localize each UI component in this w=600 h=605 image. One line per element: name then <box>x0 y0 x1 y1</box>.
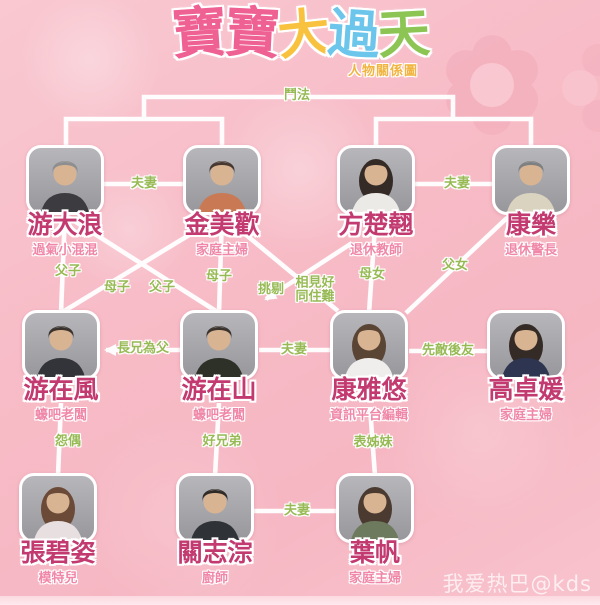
character-card: 關志淙廚師 <box>135 473 295 586</box>
watermark: 我爱热巴@kds <box>442 572 592 596</box>
character-photo <box>26 145 104 215</box>
relation-label: 表姊妹 <box>353 435 393 451</box>
character-photo <box>336 473 414 543</box>
relation-label: 鬥法 <box>283 88 311 104</box>
character-card: 張碧姿模特兒 <box>0 473 138 586</box>
relation-label: 先敵後友 <box>421 343 475 359</box>
character-name: 方楚翹 <box>338 210 414 239</box>
title-char: 寶 <box>223 0 280 67</box>
character-name: 康樂 <box>505 210 556 239</box>
relation-label: 相見好同住難 <box>295 275 335 304</box>
relation-label: 長兄為父 <box>116 341 170 357</box>
character-role: 退休教師 <box>349 242 402 258</box>
character-card: 高卓媛家庭主婦 <box>446 310 600 423</box>
relation-label: 母子 <box>205 269 233 285</box>
character-photo <box>22 310 100 380</box>
character-role: 退休警長 <box>504 242 557 258</box>
relation-label: 父女 <box>441 258 469 274</box>
relation-label: 母子 <box>103 280 131 296</box>
relation-label: 母女 <box>358 267 386 283</box>
connector-line <box>141 94 456 119</box>
show-title: 寶寶大過天 <box>0 0 600 68</box>
character-name: 康雅悠 <box>331 375 407 404</box>
character-name: 游在風 <box>23 375 99 404</box>
character-name: 高卓媛 <box>488 375 564 404</box>
relation-label: 怨偶 <box>54 434 82 450</box>
character-photo <box>19 473 97 543</box>
character-card: 方楚翹退休教師 <box>296 145 456 258</box>
relation-label: 父子 <box>148 280 176 296</box>
character-photo <box>492 145 570 215</box>
relation-label: 挑剔 <box>257 282 285 298</box>
connector-line <box>58 212 68 314</box>
relation-label: 夫妻 <box>280 342 308 358</box>
title-char: 天 <box>376 3 430 67</box>
connector-line <box>373 116 534 146</box>
character-role: 家庭主婦 <box>195 242 248 258</box>
connector-line <box>220 213 340 313</box>
character-card: 游在風蠔吧老闆 <box>0 310 141 423</box>
character-name: 金美歡 <box>184 210 260 239</box>
character-photo <box>176 473 254 543</box>
relation-label: 父子 <box>54 264 82 280</box>
connector-line <box>212 402 222 477</box>
connector-arrow-line <box>264 241 354 301</box>
relation-label: 夫妻 <box>130 176 158 192</box>
connector-line <box>404 214 511 315</box>
bottom-band <box>0 596 600 605</box>
character-role: 過氣小混混 <box>32 242 98 258</box>
character-role: 蠔吧老闆 <box>192 407 245 423</box>
character-name: 游在山 <box>181 375 257 404</box>
relation-label: 夫妻 <box>443 176 471 192</box>
character-card: 葉帆家庭主婦 <box>295 473 455 586</box>
character-card: 康樂退休警長 <box>451 145 600 258</box>
character-card: 游大浪過氣小混混 <box>0 145 145 258</box>
character-role: 模特兒 <box>38 570 78 586</box>
relation-label: 好兄弟 <box>202 434 242 450</box>
character-name: 游大浪 <box>27 210 103 239</box>
relation-label: 夫妻 <box>283 503 311 519</box>
connector-line <box>367 406 378 477</box>
title-char: 過 <box>325 3 381 67</box>
connector-line <box>216 212 225 314</box>
character-card: 康雅悠資訊平台編輯 <box>289 310 449 423</box>
chart-subtitle: 人物關係圖 <box>348 64 419 79</box>
title-char: 寶 <box>169 0 228 67</box>
connector-line <box>366 212 379 314</box>
character-card: 游在山蠔吧老闆 <box>139 310 299 423</box>
character-name: 關志淙 <box>177 538 253 567</box>
character-photo <box>330 310 408 380</box>
character-name: 張碧姿 <box>20 538 96 567</box>
character-photo <box>180 310 258 380</box>
character-name: 葉帆 <box>349 538 400 567</box>
character-role: 家庭主婦 <box>499 407 552 423</box>
character-photo <box>487 310 565 380</box>
connector-line <box>55 402 64 477</box>
character-photo <box>183 145 261 215</box>
character-role: 蠔吧老闆 <box>34 407 87 423</box>
connector-line <box>63 213 221 315</box>
character-role: 家庭主婦 <box>348 570 401 586</box>
character-role: 資訊平台編輯 <box>329 407 408 423</box>
title-char: 大 <box>274 2 331 68</box>
character-role: 廚師 <box>201 570 228 586</box>
character-photo <box>337 145 415 215</box>
character-card: 金美歡家庭主婦 <box>142 145 302 258</box>
connector-line <box>63 116 225 146</box>
